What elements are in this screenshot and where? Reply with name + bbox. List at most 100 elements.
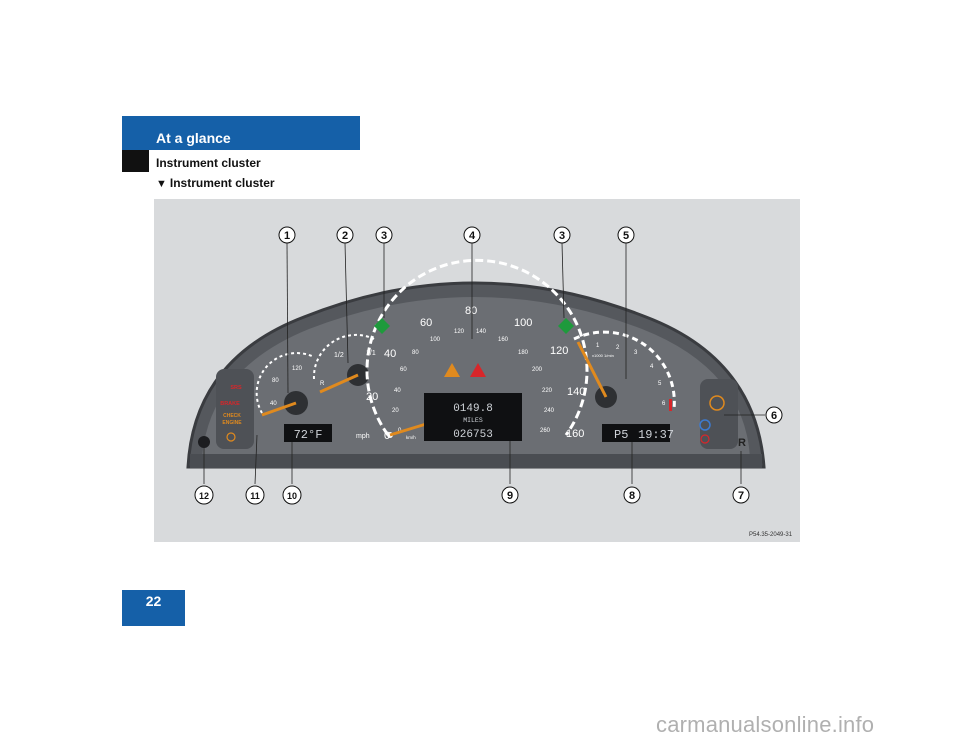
callout-5-label: 5 — [623, 230, 629, 242]
callout-6-marker — [765, 406, 783, 424]
callout-7-marker — [732, 486, 750, 504]
reset-r-label: R — [738, 437, 746, 449]
trip-meter-value: 0149.8 — [453, 403, 493, 415]
tach-tick-6: 6 — [662, 401, 666, 407]
callout-11-marker — [245, 485, 265, 505]
kmh-tick-240: 240 — [544, 408, 555, 414]
speedometer: 0 20 40 60 80 100 120 140 160 0 20 40 60… — [356, 258, 589, 442]
reset-knob — [198, 436, 210, 448]
warning-panel-left — [216, 369, 254, 449]
trip-unit-label: MILES — [463, 417, 483, 424]
engine-warning-icon — [226, 432, 236, 442]
kmh-tick-60: 60 — [400, 367, 407, 373]
kmh-tick-20: 20 — [392, 408, 399, 414]
speed-tick-0: 0 — [384, 430, 390, 442]
outside-temp-value: 72°F — [294, 428, 323, 442]
fuel-gauge: R 1/2 1/1 — [312, 333, 376, 394]
callout-11-label: 11 — [250, 491, 260, 501]
callout-9-label: 9 — [507, 490, 513, 502]
speed-tick-80: 80 — [465, 305, 477, 317]
multifunction-display — [424, 393, 522, 441]
callout-10-marker — [282, 485, 302, 505]
brake-warning-text: BRAKE — [220, 401, 240, 407]
page-subtitle: ▼Instrument cluster — [156, 176, 275, 190]
speed-tick-120: 120 — [550, 345, 568, 357]
page-number-box: 22 — [122, 590, 185, 626]
tach-unit-label: x1000 1/min — [592, 353, 614, 358]
tach-tick-4: 4 — [650, 364, 654, 370]
warning-panel-right — [700, 379, 738, 449]
instrument-cluster-illustration: SRS BRAKE CHECK ENGINE R 40 80 120 R 1/2… — [186, 226, 783, 505]
callout-2-marker — [336, 226, 354, 244]
callout-6-label: 6 — [771, 410, 777, 422]
kmh-tick-40: 40 — [394, 388, 401, 394]
seatbelt-icon — [700, 434, 710, 444]
check-warning-text: CHECK — [223, 413, 241, 419]
outside-temp-display — [284, 424, 332, 442]
watermark: carmanualsonline.info — [656, 712, 875, 737]
right-turn-signal-icon — [558, 318, 574, 334]
callout-3-left-marker — [375, 226, 393, 244]
section-marker-tab — [122, 150, 149, 172]
callout-1-marker — [278, 226, 296, 244]
speed-tick-100: 100 — [514, 317, 532, 329]
kmh-tick-160: 160 — [498, 337, 509, 343]
callout-12-label: 12 — [199, 491, 209, 501]
srs-warning-text: SRS — [230, 385, 242, 391]
coolant-temp-gauge: 40 80 120 — [255, 352, 315, 417]
callout-3-left-label: 3 — [381, 230, 387, 242]
cluster-bottom-rim — [190, 454, 762, 468]
speed-tick-160: 160 — [566, 428, 584, 440]
callout-4-label: 4 — [469, 230, 476, 242]
instrument-cluster-figure: SRS BRAKE CHECK ENGINE R 40 80 120 R 1/2… — [154, 199, 800, 542]
temp-tick-40: 40 — [270, 401, 277, 407]
tach-tick-3: 3 — [634, 350, 638, 356]
fuel-tick-full: 1/1 — [366, 350, 376, 357]
kmh-tick-80: 80 — [412, 350, 419, 356]
kmh-tick-140: 140 — [476, 329, 487, 335]
brake-pad-icon — [709, 395, 725, 411]
speed-tick-20: 20 — [366, 391, 378, 403]
callout-4-marker — [463, 226, 481, 244]
callout-2-label: 2 — [342, 230, 348, 242]
callout-10-label: 10 — [287, 491, 297, 501]
kmh-tick-220: 220 — [542, 388, 553, 394]
page-title: Instrument cluster — [156, 156, 261, 170]
callout-3-right-label: 3 — [559, 230, 565, 242]
temp-tick-80: 80 — [272, 378, 279, 384]
kmh-tick-260: 260 — [540, 428, 551, 434]
fuel-tick-reserve: R — [320, 381, 325, 387]
tach-tick-1: 1 — [596, 343, 600, 349]
engine-warning-text: ENGINE — [222, 420, 242, 426]
section-header-title: At a glance — [156, 130, 231, 146]
tach-tick-2: 2 — [616, 345, 620, 351]
odometer-value: 026753 — [453, 429, 493, 441]
subtitle-text: Instrument cluster — [169, 176, 275, 190]
headlight-icon — [699, 419, 711, 431]
temp-tick-120: 120 — [292, 366, 303, 372]
section-header-bar: At a glance — [122, 116, 360, 150]
clock-value: 19:37 — [638, 428, 674, 442]
figure-code: P54.35-2049-31 — [749, 532, 793, 538]
callout-8-marker — [623, 486, 641, 504]
left-turn-signal-icon — [374, 318, 390, 334]
callout-5-marker — [617, 226, 635, 244]
kmh-tick-200: 200 — [532, 367, 543, 373]
kmh-tick-180: 180 — [518, 350, 529, 356]
subtitle-triangle-icon: ▼ — [156, 178, 167, 190]
speed-unit-kmh: km/h — [406, 435, 416, 440]
kmh-tick-120: 120 — [454, 329, 465, 335]
warning-triangle-icon — [444, 363, 460, 377]
speed-tick-60: 60 — [420, 317, 432, 329]
page-number: 22 — [145, 593, 162, 609]
callout-3-right-marker — [553, 226, 571, 244]
gear-indicator-value: P5 — [614, 428, 628, 442]
tach-tick-5: 5 — [658, 381, 662, 387]
kmh-tick-100: 100 — [430, 337, 441, 343]
callout-7-label: 7 — [738, 490, 744, 502]
tachometer-needle — [576, 341, 608, 398]
speed-tick-140: 140 — [567, 386, 585, 398]
callout-9-marker — [501, 486, 519, 504]
gear-clock-display — [602, 424, 670, 442]
callout-8-label: 8 — [629, 490, 635, 502]
